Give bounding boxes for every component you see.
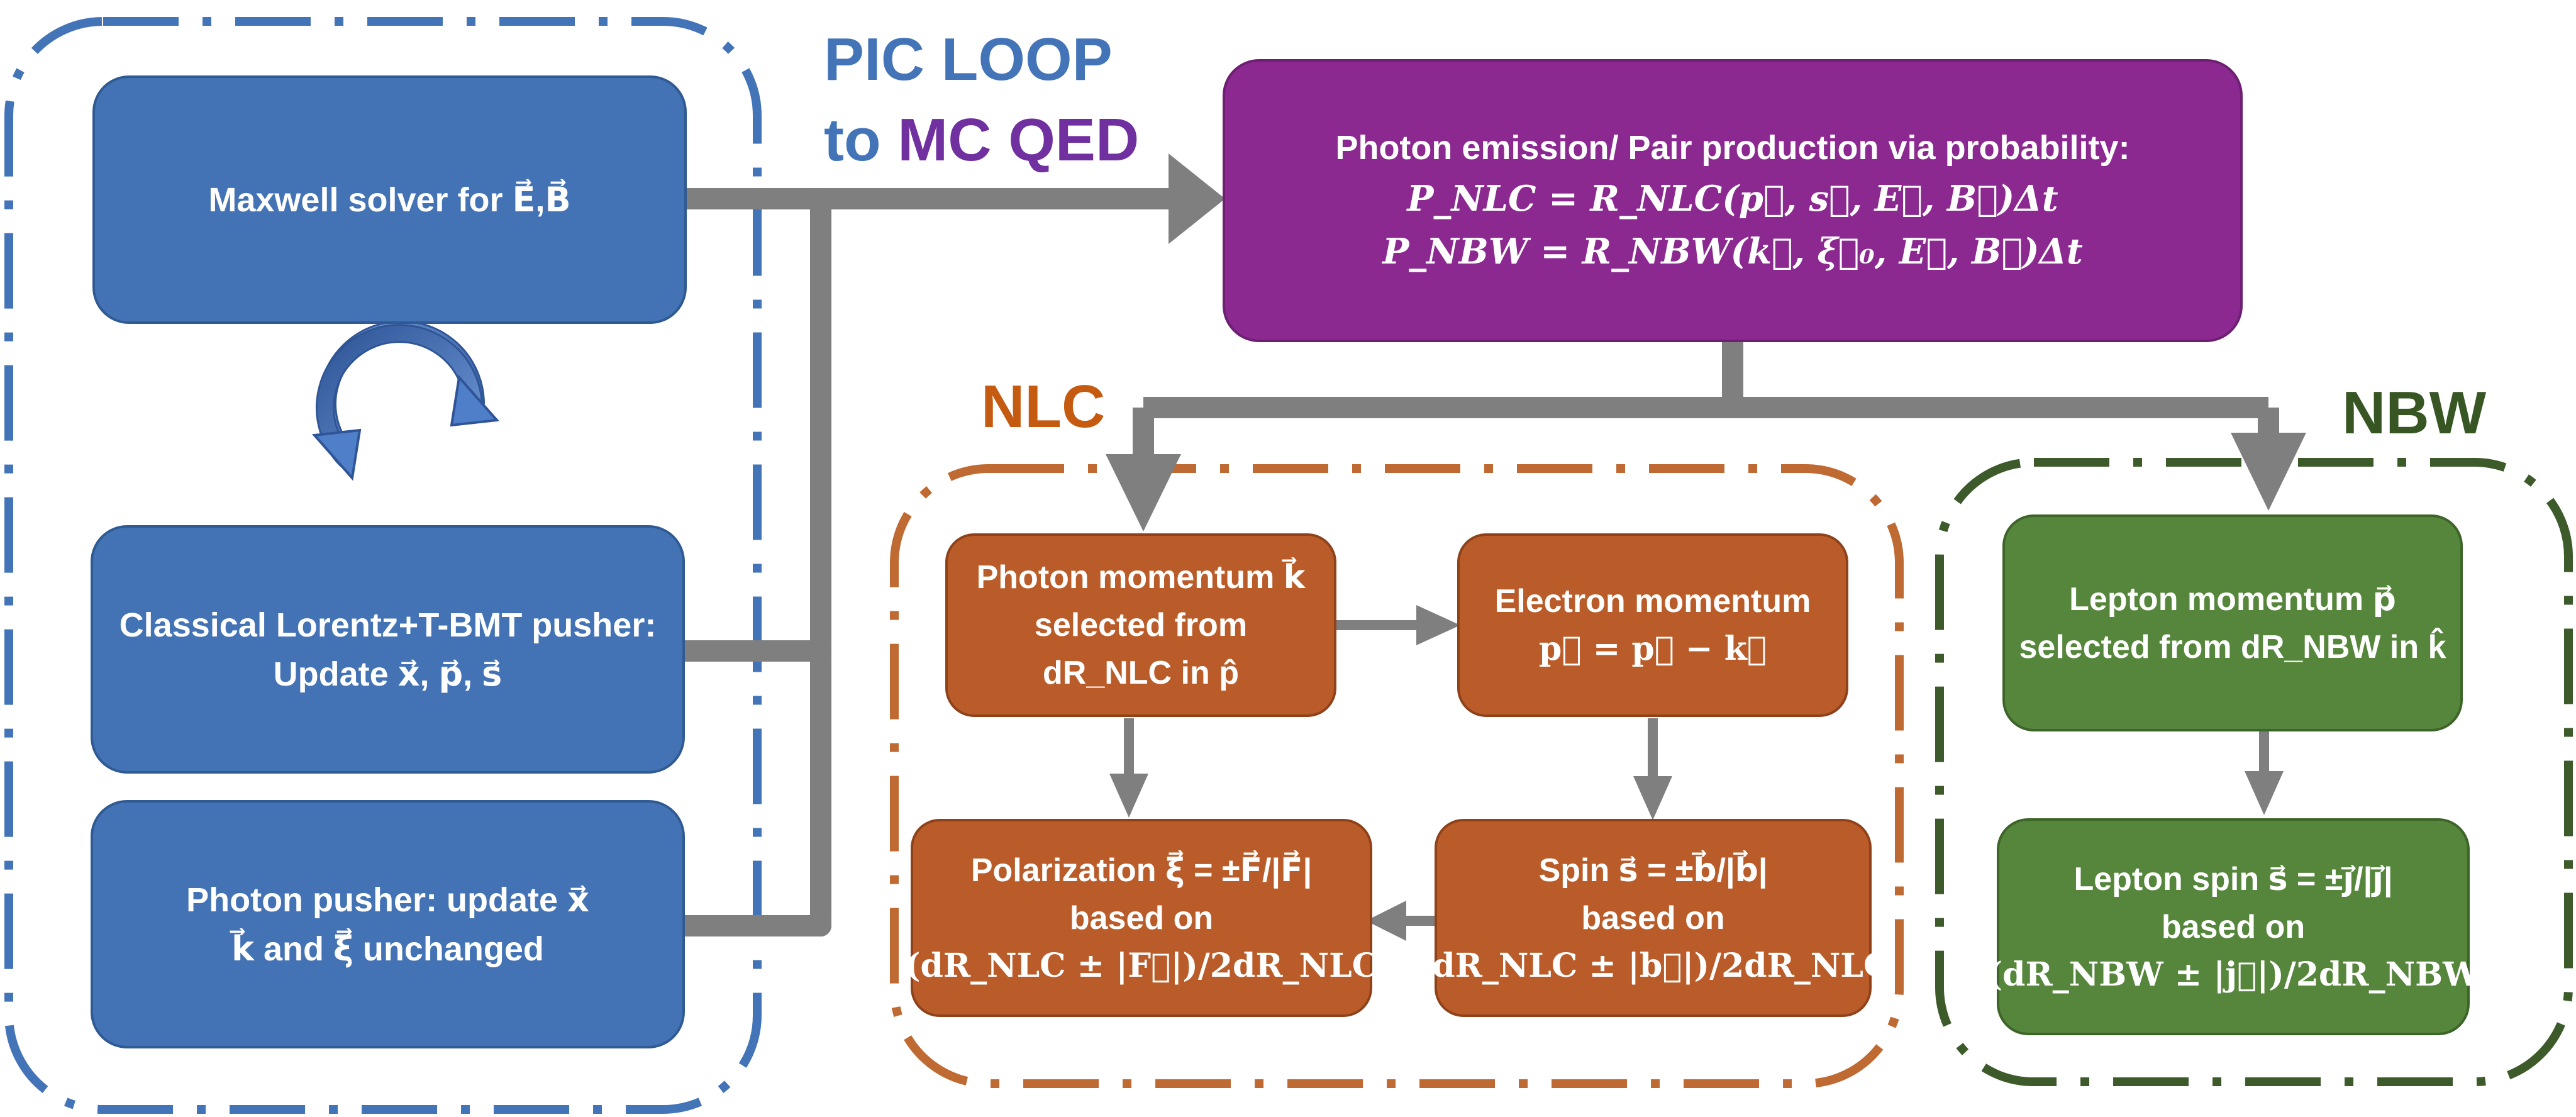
qed-branch-connectors bbox=[1133, 336, 2279, 462]
mc-qed-title: to MC QED bbox=[824, 106, 1139, 175]
cycle-arrows-icon bbox=[311, 320, 500, 481]
title-mc-qed-word: MC QED bbox=[897, 106, 1140, 174]
electron-momentum-box: Electron momentum p⃗ = p⃗ − k⃗ bbox=[1457, 533, 1848, 717]
lepton-spin-box: Lepton spin s⃗ = ±j⃗/|j⃗| based on (dR_N… bbox=[1987, 818, 2479, 1035]
nlc-branch-arrowhead bbox=[1106, 454, 1181, 531]
pic-loop-title: PIC LOOP bbox=[824, 26, 1113, 93]
photon-pusher-box: Photon pusher: update x⃗ k⃗ and ξ⃗ uncha… bbox=[91, 800, 685, 1048]
maxwell-solver-box: Maxwell solver for E⃗,B⃗ bbox=[92, 75, 687, 324]
emission-probability-box: Photon emission/ Pair production via pro… bbox=[1223, 59, 2243, 342]
spin-box: Spin s⃗ = ±b⃗/|b⃗| based on (dR_NLC ± |b… bbox=[1417, 819, 1889, 1017]
nlc-group-border bbox=[890, 464, 1904, 1088]
main-flow-arrowhead bbox=[1169, 153, 1225, 244]
inner-arrows bbox=[1109, 605, 2284, 941]
lepton-momentum-box: Lepton momentum p⃗ selected from dR_NBW … bbox=[2002, 514, 2463, 731]
nbw-group-label: NBW bbox=[2342, 379, 2487, 447]
maxwell-solver-label: Maxwell solver for E⃗,B⃗ bbox=[208, 181, 571, 219]
nbw-group-border bbox=[1935, 458, 2573, 1086]
pic-to-qed-connectors bbox=[672, 188, 1187, 936]
pic-loop-group-border bbox=[4, 17, 762, 1114]
p-nlc-equation: P_NLC = R_NLC(p⃗, s⃗, E⃗, B⃗)Δt bbox=[1407, 178, 2058, 220]
nbw-branch-arrowhead bbox=[2231, 433, 2306, 511]
polarization-box: Polarization ξ⃗ = ±F⃗/|F⃗| based on (dR_… bbox=[905, 819, 1378, 1017]
p-nbw-equation: P_NBW = R_NBW(k⃗, ξ⃗₀, E⃗, B⃗)Δt bbox=[1382, 231, 2083, 272]
lorentz-pusher-box: Classical Lorentz+T-BMT pusher: Update x… bbox=[91, 525, 685, 774]
title-to-word: to bbox=[824, 106, 881, 174]
nlc-group-label: NLC bbox=[981, 373, 1106, 440]
photon-momentum-box: Photon momentum k⃗ selected from dR_NLC … bbox=[945, 533, 1336, 717]
